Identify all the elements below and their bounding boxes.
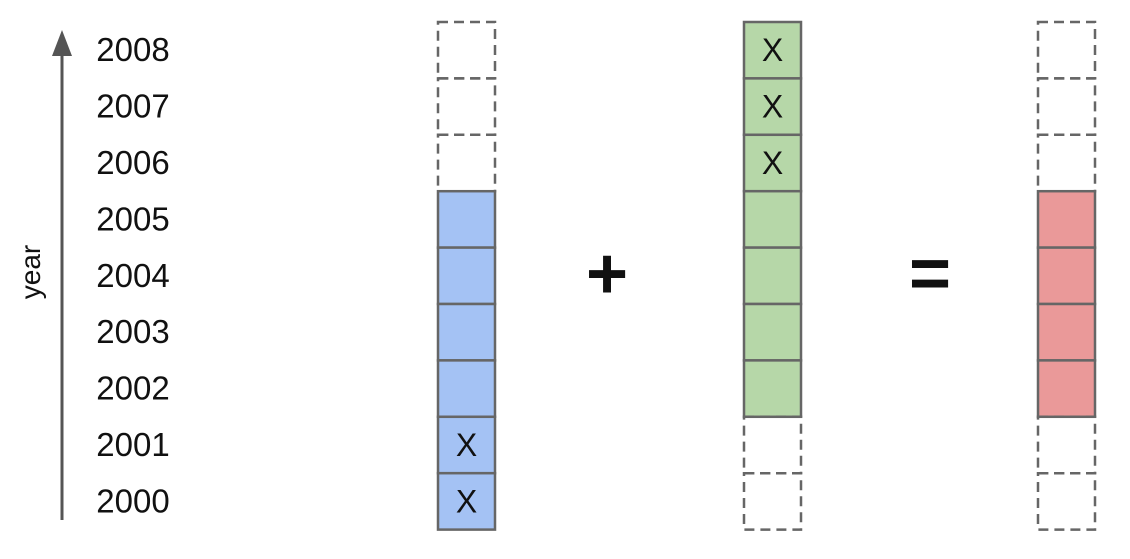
year-label-2007: 2007 <box>96 88 169 125</box>
cell-green-series-2001 <box>742 415 803 475</box>
plus-operator: + <box>586 234 628 314</box>
year-label-2008: 2008 <box>96 31 169 68</box>
year-label-2001: 2001 <box>96 426 169 463</box>
year-labels: 2008 2007 2006 2005 2004 2003 2002 2001 2000 <box>96 31 169 519</box>
cell-red-result-2004 <box>1036 246 1097 306</box>
column-red-result <box>1036 20 1097 531</box>
column-blue-series: XX <box>436 20 497 531</box>
cell-blue-series-2007 <box>436 77 497 137</box>
x-mark-green-series-2007: X <box>762 89 783 125</box>
cell-green-series-2005 <box>742 189 803 249</box>
cell-green-series-2003 <box>742 302 803 362</box>
x-mark-blue-series-2000: X <box>456 483 477 519</box>
year-axis-arrowhead <box>52 30 72 56</box>
x-mark-green-series-2008: X <box>762 32 783 68</box>
x-mark-blue-series-2001: X <box>456 427 477 463</box>
cell-green-series-2002 <box>742 359 803 419</box>
column-green-series: XXX <box>742 20 803 531</box>
cell-blue-series-2006 <box>436 133 497 193</box>
year-label-2000: 2000 <box>96 482 169 519</box>
year-label-2004: 2004 <box>96 257 169 294</box>
cell-green-series-2004 <box>742 246 803 306</box>
cell-red-result-2005 <box>1036 189 1097 249</box>
cell-red-result-2003 <box>1036 302 1097 362</box>
cell-green-series-2006 <box>742 133 803 193</box>
cell-blue-series-2000 <box>436 471 497 531</box>
year-label-2006: 2006 <box>96 144 169 181</box>
cell-blue-series-2008 <box>436 20 497 80</box>
year-axis-label: year <box>15 245 46 299</box>
cell-green-series-2000 <box>742 471 803 531</box>
equals-operator: = <box>909 234 951 314</box>
cell-blue-series-2005 <box>436 189 497 249</box>
cell-red-result-2000 <box>1036 471 1097 531</box>
cell-red-result-2001 <box>1036 415 1097 475</box>
year-label-2002: 2002 <box>96 370 169 407</box>
cell-red-result-2006 <box>1036 133 1097 193</box>
cell-blue-series-2002 <box>436 359 497 419</box>
cell-blue-series-2003 <box>436 302 497 362</box>
year-label-2005: 2005 <box>96 200 169 237</box>
cell-blue-series-2004 <box>436 246 497 306</box>
cell-red-result-2008 <box>1036 20 1097 80</box>
cell-red-result-2002 <box>1036 359 1097 419</box>
x-mark-green-series-2006: X <box>762 145 783 181</box>
cell-red-result-2007 <box>1036 77 1097 137</box>
year-label-2003: 2003 <box>96 313 169 350</box>
